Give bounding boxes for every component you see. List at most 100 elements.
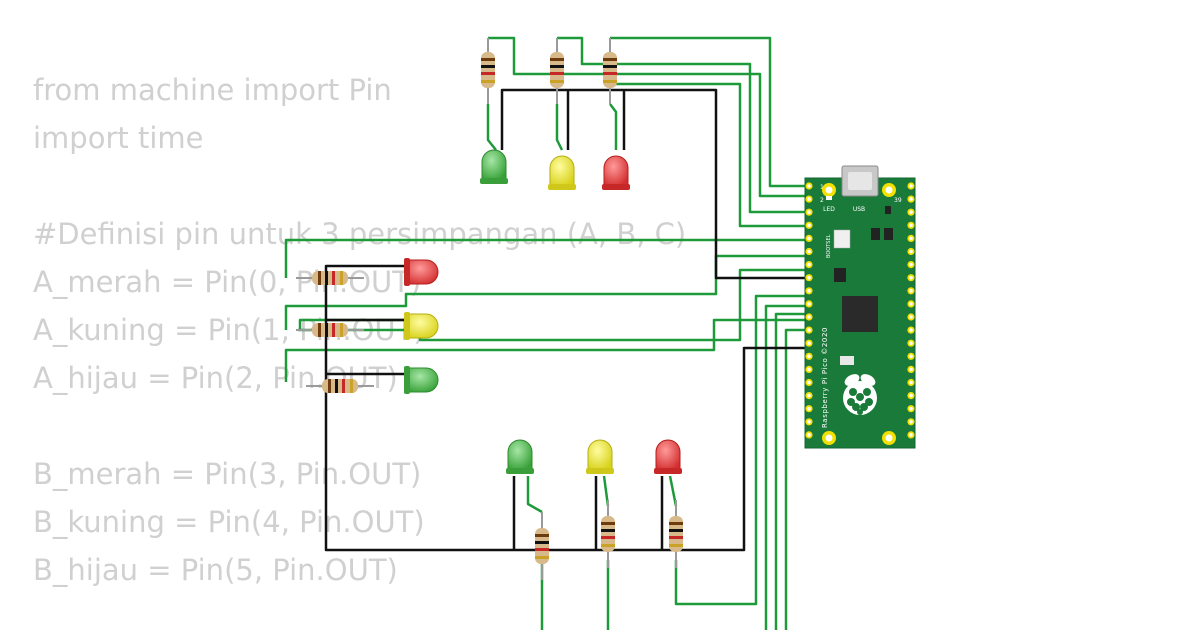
smd-component [840,356,854,365]
code-line: B_merah = Pin(3, Pin.OUT) [33,457,422,491]
wire-bot-6 [784,328,808,630]
header-pin-hole [807,354,811,359]
header-pin-hole [909,354,913,359]
led-red-top [602,155,630,190]
header-pin-hole [807,210,811,214]
header-pin-hole [807,262,811,267]
resistor-top-3 [603,38,617,104]
pico-pin-headers [805,182,915,439]
resistor-left-1 [296,271,364,285]
header-pin-hole [909,197,913,201]
signal-wires [284,36,808,630]
header-pin-hole [909,210,913,214]
wire-top-7 [607,82,808,228]
code-line: B_kuning = Pin(4, Pin.OUT) [33,505,425,539]
header-pin-hole [807,289,811,293]
header-pin-hole [909,393,913,398]
header-pin-hole [909,249,913,254]
code-line: import time [33,121,204,155]
header-pin-hole [909,328,913,332]
ground-wire-top [500,88,808,280]
wire-top-4 [486,104,497,151]
header-pin-hole [909,262,913,267]
smd-component [871,228,880,240]
header-pin-hole [909,289,913,293]
raspberry-logo [843,374,877,415]
smd-component [834,268,846,282]
wire-left-4 [284,318,808,382]
header-pin-hole [807,249,811,254]
led-yellow-bottom [586,439,614,474]
header-pin-hole [909,315,913,319]
onboard-led [826,196,832,200]
bootsel-label: BOOTSEL [826,234,832,258]
code-overlay: from machine import Pin import time #Def… [33,66,686,594]
header-pin-hole [909,184,913,188]
led-label: LED [823,206,835,213]
bootsel-button [833,229,851,249]
header-pin-hole [807,420,811,424]
led-green-top [480,149,508,184]
header-pin-hole [807,406,811,411]
header-pin-hole [909,223,913,228]
resistor-top-1 [481,38,495,104]
usb-label: USB [853,206,865,213]
wire-top-1 [488,36,808,198]
code-line: B_hijau = Pin(5, Pin.OUT) [33,553,398,587]
wire-bot-7 [526,476,543,514]
header-pin-hole [807,275,811,280]
header-pin-hole [807,341,811,346]
led-green-bottom [506,439,534,474]
resistor-left-2 [296,323,364,337]
header-pin-hole [909,236,913,241]
smd-component [884,228,893,240]
wire-top-2 [557,36,808,214]
wire-bot-5 [774,312,808,630]
smd-component [885,206,891,214]
header-pin-hole [807,236,811,241]
board-vertical-label: Raspberry Pi Pico ©2020 [821,327,829,428]
wire-top-6 [555,104,564,151]
resistor-left-3 [306,379,374,393]
header-pin-hole [909,367,913,372]
code-line: A_merah = Pin(0, Pin.OUT) [33,265,422,299]
resistor-bottom-3 [669,500,683,568]
wire-bot-3 [674,294,808,606]
header-pin-hole [807,315,811,319]
pin-2-label: 2 [820,197,824,204]
pin-1-label: 1 [820,184,824,191]
header-pin-hole [807,184,811,188]
header-pin-hole [807,223,811,228]
header-pin-hole [807,328,811,332]
header-pin-hole [909,406,913,411]
led-yellow-top [548,155,576,190]
header-pin-hole [909,275,913,280]
header-pin-hole [807,433,811,437]
header-pin-hole [807,302,811,306]
header-pin-hole [807,367,811,372]
code-line: from machine import Pin [33,73,392,107]
wire-top-3 [610,36,808,188]
code-line: #Definisi pin untuk 3 persimpangan (A, B… [33,217,687,251]
wire-top-5 [609,103,618,150]
header-pin-hole [909,380,913,385]
code-line: A_hijau = Pin(2, Pin.OUT) [33,361,398,395]
wire-left-1 [284,238,808,278]
led-red-left [404,258,439,286]
resistor-bottom-1 [535,512,549,580]
led-green-left [404,366,439,394]
led-red-bottom [654,439,682,474]
pico-board: USB LED 1 2 39 BOOTSEL [804,165,916,449]
led-yellow-left [404,312,439,340]
header-pin-hole [909,341,913,346]
wire-left-3 [298,268,808,342]
wire-bot-4 [764,304,808,630]
header-pin-hole [909,433,913,437]
pin-39-label: 39 [894,197,902,204]
header-pin-hole [909,420,913,424]
header-pin-hole [807,380,811,385]
header-pin-hole [807,393,811,398]
rp2040-chip [842,296,878,332]
resistor-top-2 [550,38,564,104]
